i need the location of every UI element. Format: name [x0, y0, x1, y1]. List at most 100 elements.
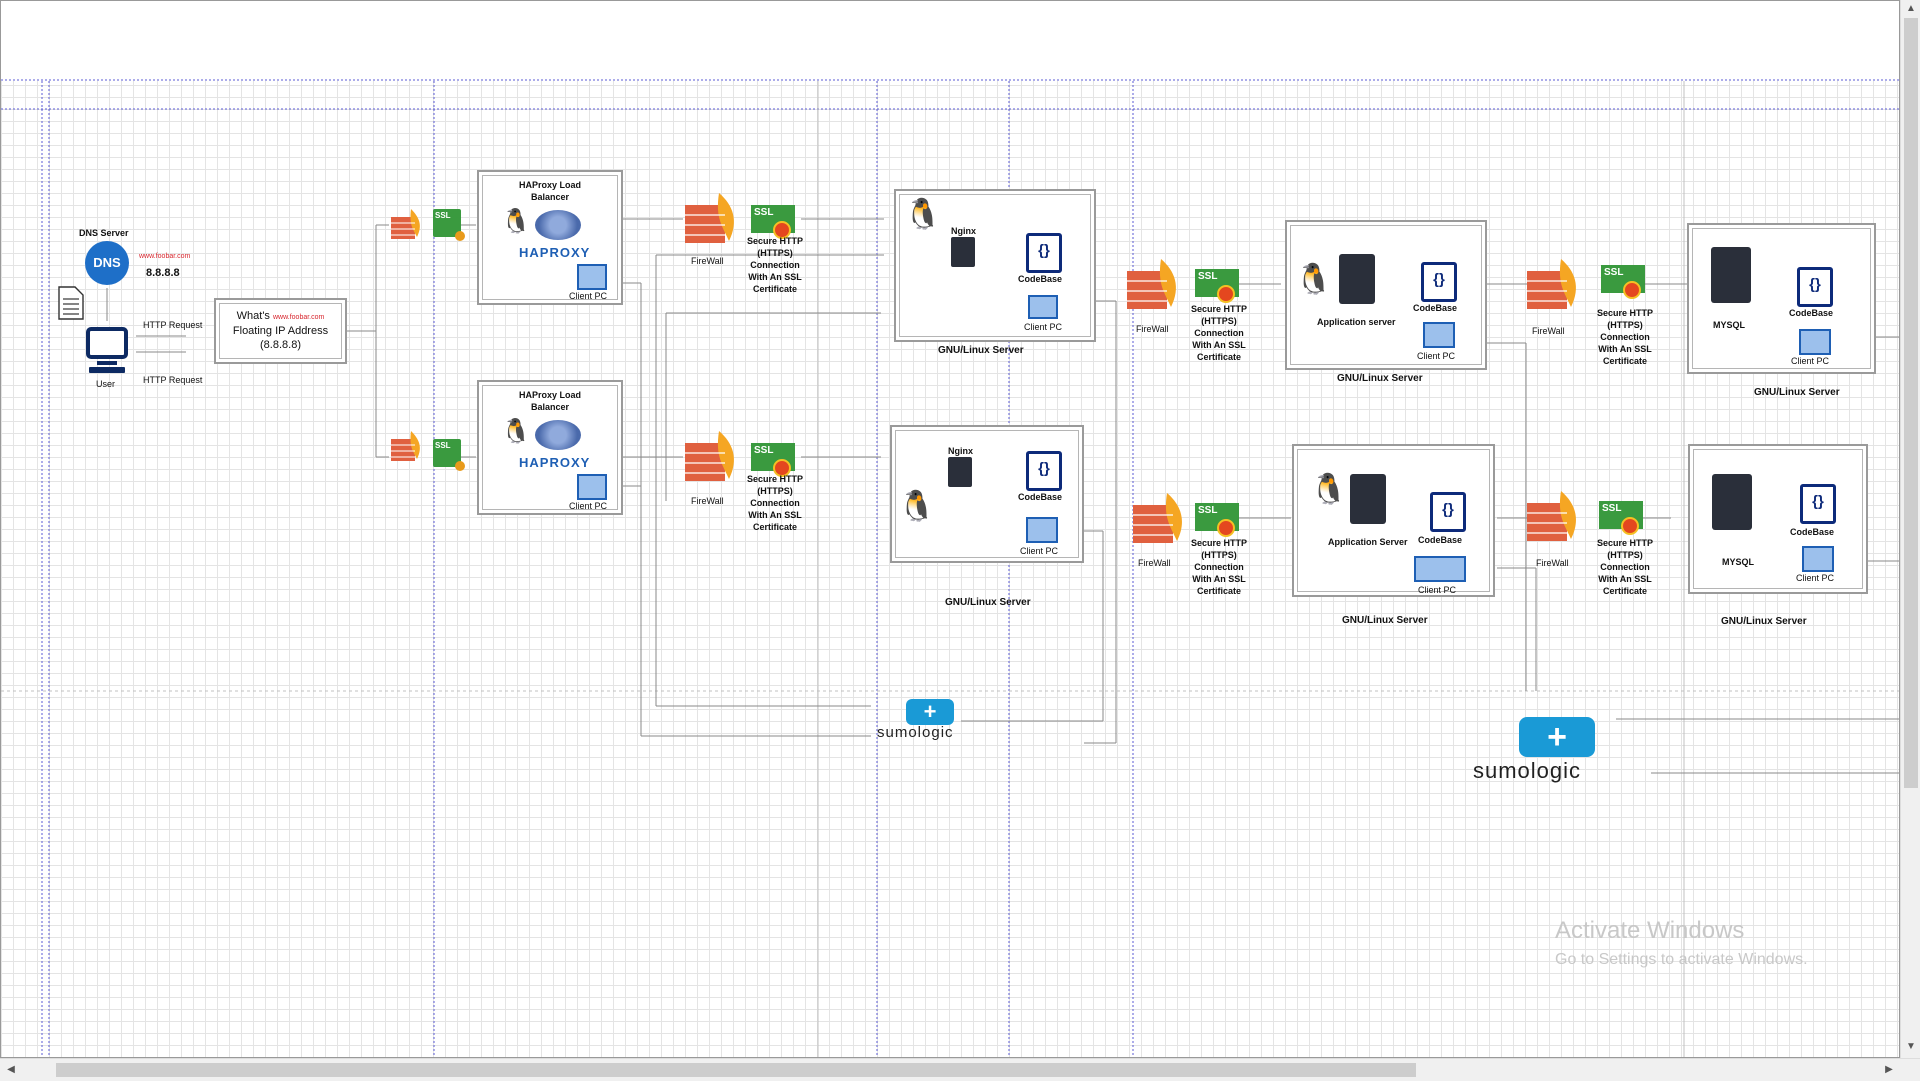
- app-server-box-top[interactable]: 🐧 Application server {} CodeBase Client …: [1285, 220, 1487, 370]
- haproxy-title2-1: Balancer: [530, 192, 570, 202]
- client-pc-icon-n2: [1026, 517, 1058, 543]
- haproxy-box-1[interactable]: HAProxy Load Balancer 🐧 HAPROXY Client P…: [477, 170, 623, 305]
- horizontal-scroll-thumb[interactable]: [56, 1063, 1416, 1077]
- gnu-label-app-top: GNU/Linux Server: [1337, 373, 1423, 384]
- nginx-label-top: Nginx: [951, 226, 977, 236]
- gnu-label-nginx-top: GNU/Linux Server: [938, 345, 1024, 356]
- client-pc-icon-a1: [1423, 322, 1455, 348]
- client-pc-icon-a2: [1414, 556, 1466, 582]
- application-server-icon-top: [1339, 254, 1375, 304]
- firewall-icon-c4-bottom[interactable]: [1525, 489, 1581, 545]
- application-server-icon-bottom: [1350, 474, 1386, 524]
- mysql-database-icon-bottom: [1712, 474, 1752, 530]
- scroll-left-icon[interactable]: ◀: [7, 1064, 15, 1075]
- sumologic-plus-icon-large[interactable]: +: [1519, 717, 1595, 757]
- firewall-icon-c3-top[interactable]: [1125, 257, 1181, 313]
- dns-url: www.foobar.com: [139, 253, 191, 260]
- dns-ip: 8.8.8.8: [146, 267, 180, 279]
- floating-url: www.foobar.com: [272, 314, 325, 321]
- ssl-certificate-icon-2[interactable]: SSL: [433, 439, 465, 471]
- mysql-server-box-top[interactable]: MYSQL {} CodeBase Client PC: [1687, 223, 1876, 374]
- firewall-icon-c2-top[interactable]: [683, 191, 739, 247]
- app-server-box-bottom[interactable]: 🐧 Application Server {} CodeBase Client …: [1292, 444, 1495, 597]
- floating-line1: What's: [236, 310, 270, 322]
- ssl-badge-c2-bottom: SSL: [754, 445, 774, 456]
- codebase-label-a1: CodeBase: [1413, 303, 1458, 313]
- user-computer-icon[interactable]: [85, 327, 129, 375]
- mysql-database-icon-top: [1711, 247, 1751, 303]
- dns-globe-icon[interactable]: DNS: [85, 241, 129, 285]
- sumologic-label-large: sumologic: [1473, 758, 1582, 783]
- firewall-icon-c2-bottom[interactable]: [683, 429, 739, 485]
- haproxy-title1-2: HAProxy Load: [518, 390, 581, 400]
- ssl-cert-c4-top[interactable]: SSL: [1601, 265, 1645, 299]
- dns-badge: DNS: [93, 255, 121, 270]
- codebase-label-a2: CodeBase: [1418, 535, 1463, 545]
- ssl-cert-c3-bottom[interactable]: SSL: [1195, 503, 1239, 537]
- haproxy-title1-1: HAProxy Load: [518, 180, 581, 190]
- nginx-server-box-bottom[interactable]: Nginx 🐧 {} CodeBase Client PC: [890, 425, 1084, 563]
- firewall-icon-c3-bottom[interactable]: [1131, 491, 1187, 547]
- codebase-label-n2: CodeBase: [1018, 492, 1063, 502]
- ssl-badge-c4-bottom: SSL: [1602, 503, 1622, 514]
- activate-windows-title: Activate Windows: [1555, 917, 1745, 944]
- linux-penguin-icon-1: 🐧: [501, 208, 531, 235]
- client-pc-label-m2: Client PC: [1796, 573, 1835, 583]
- linux-penguin-icon-n2: 🐧: [898, 490, 936, 523]
- ssl-badge-c2-top: SSL: [754, 207, 774, 218]
- mysql-label-top: MYSQL: [1713, 320, 1746, 330]
- client-pc-icon-ha1: [577, 264, 607, 290]
- nginx-server-box-top[interactable]: 🐧 Nginx {} CodeBase Client PC: [894, 189, 1096, 342]
- haproxy-client-2: Client PC: [569, 501, 608, 511]
- scroll-up-icon[interactable]: ▲: [1906, 3, 1916, 14]
- firewall-label-c4-top: FireWall: [1532, 326, 1565, 336]
- client-pc-icon-m1: [1799, 329, 1831, 355]
- haproxy-box-2[interactable]: HAProxy Load Balancer 🐧 HAPROXY Client P…: [477, 380, 623, 515]
- document-icon: [58, 286, 84, 320]
- client-pc-icon-m2: [1802, 546, 1834, 572]
- firewall-icon-c4-top[interactable]: [1525, 257, 1581, 313]
- gnu-label-mysql-bottom: GNU/Linux Server: [1721, 616, 1807, 627]
- vertical-scroll-thumb[interactable]: [1904, 18, 1918, 788]
- firewall-label-c3-bottom: FireWall: [1138, 558, 1171, 568]
- client-pc-label-m1: Client PC: [1791, 356, 1830, 366]
- ssl-cert-c2-top[interactable]: SSL: [751, 205, 795, 239]
- ssl-badge-c3-top: SSL: [1198, 271, 1218, 282]
- client-pc-label-n2: Client PC: [1020, 546, 1059, 556]
- ssl-cert-c3-top[interactable]: SSL: [1195, 269, 1239, 303]
- diagram-canvas[interactable]: DNS Server DNS www.foobar.com 8.8.8.8 Us…: [0, 0, 1900, 1058]
- floating-ip-box[interactable]: What's www.foobar.com Floating IP Addres…: [214, 298, 347, 364]
- haproxy-client-1: Client PC: [569, 291, 608, 301]
- codebase-icon-n1: {}: [1026, 233, 1062, 273]
- haproxy-network-icon-2: [535, 420, 581, 450]
- scroll-down-icon[interactable]: ▼: [1906, 1041, 1916, 1052]
- vertical-scrollbar[interactable]: ▲ ▼: [1900, 0, 1920, 1058]
- nginx-server-icon-top: [951, 237, 975, 267]
- codebase-icon-n2: {}: [1026, 451, 1062, 491]
- ssl-badge-c3-bottom: SSL: [1198, 505, 1218, 516]
- canvas-top-band: [1, 1, 1899, 81]
- codebase-icon-m1: {}: [1797, 267, 1833, 307]
- mysql-server-box-bottom[interactable]: MYSQL {} CodeBase Client PC: [1688, 444, 1868, 594]
- sumologic-label-small: sumologic: [877, 724, 954, 741]
- horizontal-scrollbar[interactable]: ◀ ▶: [0, 1058, 1920, 1081]
- sumologic-plus-icon-small[interactable]: +: [906, 699, 954, 725]
- firewall-label-c4-bottom: FireWall: [1536, 558, 1569, 568]
- firewall-small-icon-1[interactable]: [389, 207, 423, 241]
- haproxy-logo-1: HAPROXY: [519, 245, 591, 260]
- linux-penguin-icon-n1: 🐧: [904, 198, 942, 231]
- haproxy-network-icon-1: [535, 210, 581, 240]
- dns-server-title: DNS Server: [79, 228, 129, 238]
- ssl-cert-c2-bottom[interactable]: SSL: [751, 443, 795, 477]
- ssl-cert-c4-bottom[interactable]: SSL: [1599, 501, 1643, 535]
- linux-penguin-icon-2: 🐧: [501, 418, 531, 445]
- firewall-small-icon-2[interactable]: [389, 429, 423, 463]
- client-pc-label-n1: Client PC: [1024, 322, 1063, 332]
- ssl-certificate-icon-1[interactable]: SSL: [433, 209, 465, 241]
- scroll-right-icon[interactable]: ▶: [1885, 1064, 1893, 1075]
- client-pc-icon-ha2: [577, 474, 607, 500]
- app-server-label-top: Application server: [1317, 317, 1396, 327]
